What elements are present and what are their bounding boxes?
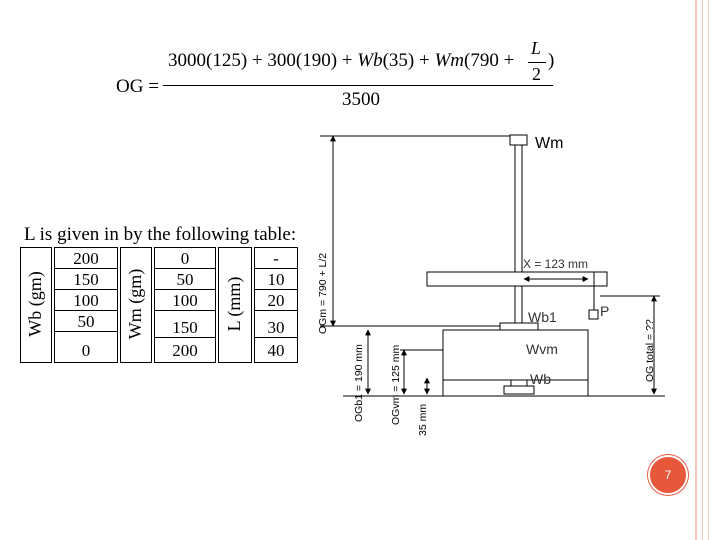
var-wm: Wm <box>434 50 465 71</box>
wm-cell: 0 <box>155 248 215 269</box>
lookup-table: Wb (gm) 200 150 100 50 0 Wm (gm) 0 50 10… <box>20 247 298 363</box>
numerator-close: ) <box>548 50 555 71</box>
decor-stripe-1 <box>695 0 697 540</box>
decor-stripe-2 <box>702 0 703 540</box>
ogm-label: OGm = 790 + L/2 <box>317 253 329 334</box>
col-l-label-box <box>218 247 252 363</box>
l-cell: 10 <box>255 269 297 290</box>
l-cell: 30 <box>255 317 297 338</box>
weight-wb-top <box>510 379 528 387</box>
numerator-part3: (790 + <box>464 50 515 71</box>
col-wb-values: 200 150 100 50 0 <box>54 247 118 363</box>
col-l-values: - 10 20 30 40 <box>254 247 298 363</box>
ogvm-label: OGvm = 125 mm <box>390 345 402 425</box>
l-cell: 20 <box>255 290 297 311</box>
wm-cell: 200 <box>172 341 198 360</box>
wb-cell: 0 <box>81 341 91 360</box>
wm-label: Wm <box>535 135 563 152</box>
og-total-label: OG total = ?? <box>644 319 656 382</box>
fraction-small-bar <box>528 62 546 63</box>
wb-cell: 50 <box>55 311 117 332</box>
wb-label: Wb <box>530 371 551 387</box>
numerator-part2: (35) + <box>382 50 435 71</box>
wb-cell: 100 <box>55 290 117 311</box>
weight-wb-base <box>503 385 535 395</box>
x-label: X = 123 mm <box>523 257 588 271</box>
wm-cell: 150 <box>155 317 215 338</box>
var-wb: Wb <box>357 50 383 71</box>
page-number-badge: 7 <box>648 455 688 495</box>
wm-cell: 50 <box>155 269 215 290</box>
wb-cell: 200 <box>55 248 117 269</box>
formula-denominator: 3500 <box>342 89 380 110</box>
wb1-label: Wb1 <box>528 309 557 325</box>
col-wm-values: 0 50 100 150 200 <box>154 247 216 363</box>
fraction-bottom: 2 <box>532 64 541 84</box>
col-wb-label-box <box>20 247 52 363</box>
l-cell: - <box>255 248 297 269</box>
wm-cell: 100 <box>155 290 215 311</box>
point-p <box>588 309 599 320</box>
formula-lhs: OG = <box>116 76 159 97</box>
decor-stripe-3 <box>708 0 709 540</box>
wvm-label: Wvm <box>526 341 558 357</box>
fraction-top: L <box>531 38 542 58</box>
p-label: P <box>600 303 609 319</box>
numerator-part1: 3000(125) + 300(190) + <box>168 50 358 71</box>
fraction-bar <box>163 85 553 86</box>
table-caption: L is given in by the following table: <box>24 224 297 245</box>
horizontal-arm <box>426 271 608 287</box>
formula-numerator: 3000(125) + 300(190) + Wb(35) + Wm(790 + <box>168 50 514 72</box>
weight-wm <box>509 134 528 146</box>
mm35-label: 35 mm <box>417 404 429 436</box>
l-cell: 40 <box>267 341 285 360</box>
vertical-rod <box>514 144 523 326</box>
wb-cell: 150 <box>55 269 117 290</box>
col-wm-label-box <box>120 247 152 363</box>
ogb1-label: OGb1 = 190 mm <box>353 344 365 422</box>
